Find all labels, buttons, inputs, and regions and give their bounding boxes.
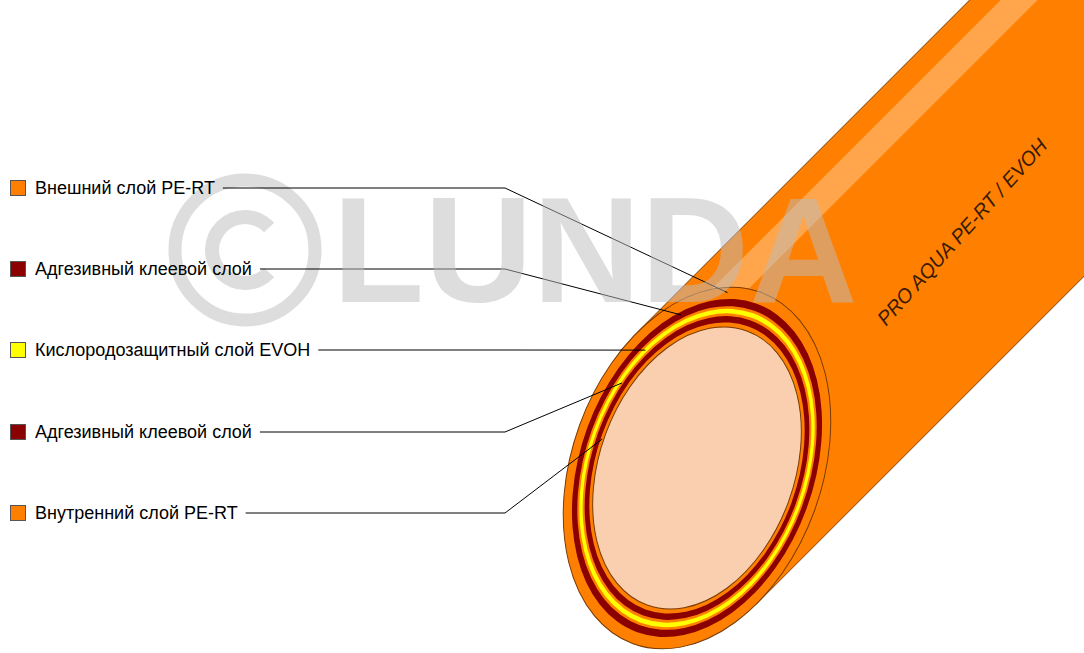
legend-entry: Внутренний слой PE-RT <box>10 502 238 524</box>
pipe-layer-ring <box>555 298 838 639</box>
legend-swatch <box>10 505 26 521</box>
legend-swatch <box>10 180 26 196</box>
watermark: LUNDA <box>333 175 858 325</box>
legend-entry: Адгезивный клеевой слой <box>10 421 252 443</box>
legend-swatch <box>10 342 26 358</box>
pipe-layer-ring <box>542 281 852 653</box>
legend-text: Кислородозащитный слой EVOH <box>35 340 310 361</box>
legend-entry: Адгезивный клеевой слой <box>10 258 252 280</box>
legend-entry: Внешний слой PE-RT <box>10 177 215 199</box>
watermark-symbol <box>175 180 315 320</box>
legend-text: Адгезивный клеевой слой <box>35 259 252 280</box>
pipe-layer-ring <box>537 276 856 653</box>
legend-text: Внутренний слой PE-RT <box>35 503 238 524</box>
leader-line <box>318 350 645 351</box>
leader-line <box>246 439 603 513</box>
legend-entry: Кислородозащитный слой EVOH <box>10 339 310 361</box>
legend-text: Внешний слой PE-RT <box>35 178 215 199</box>
legend-swatch <box>10 424 26 440</box>
pipe-layer-ring <box>535 272 860 653</box>
pipe-layer-ring <box>545 284 850 651</box>
leader-line <box>260 383 622 432</box>
legend-swatch <box>10 261 26 277</box>
pipe-layer-ring <box>551 292 843 644</box>
legend-text: Адгезивный клеевой слой <box>35 422 252 443</box>
